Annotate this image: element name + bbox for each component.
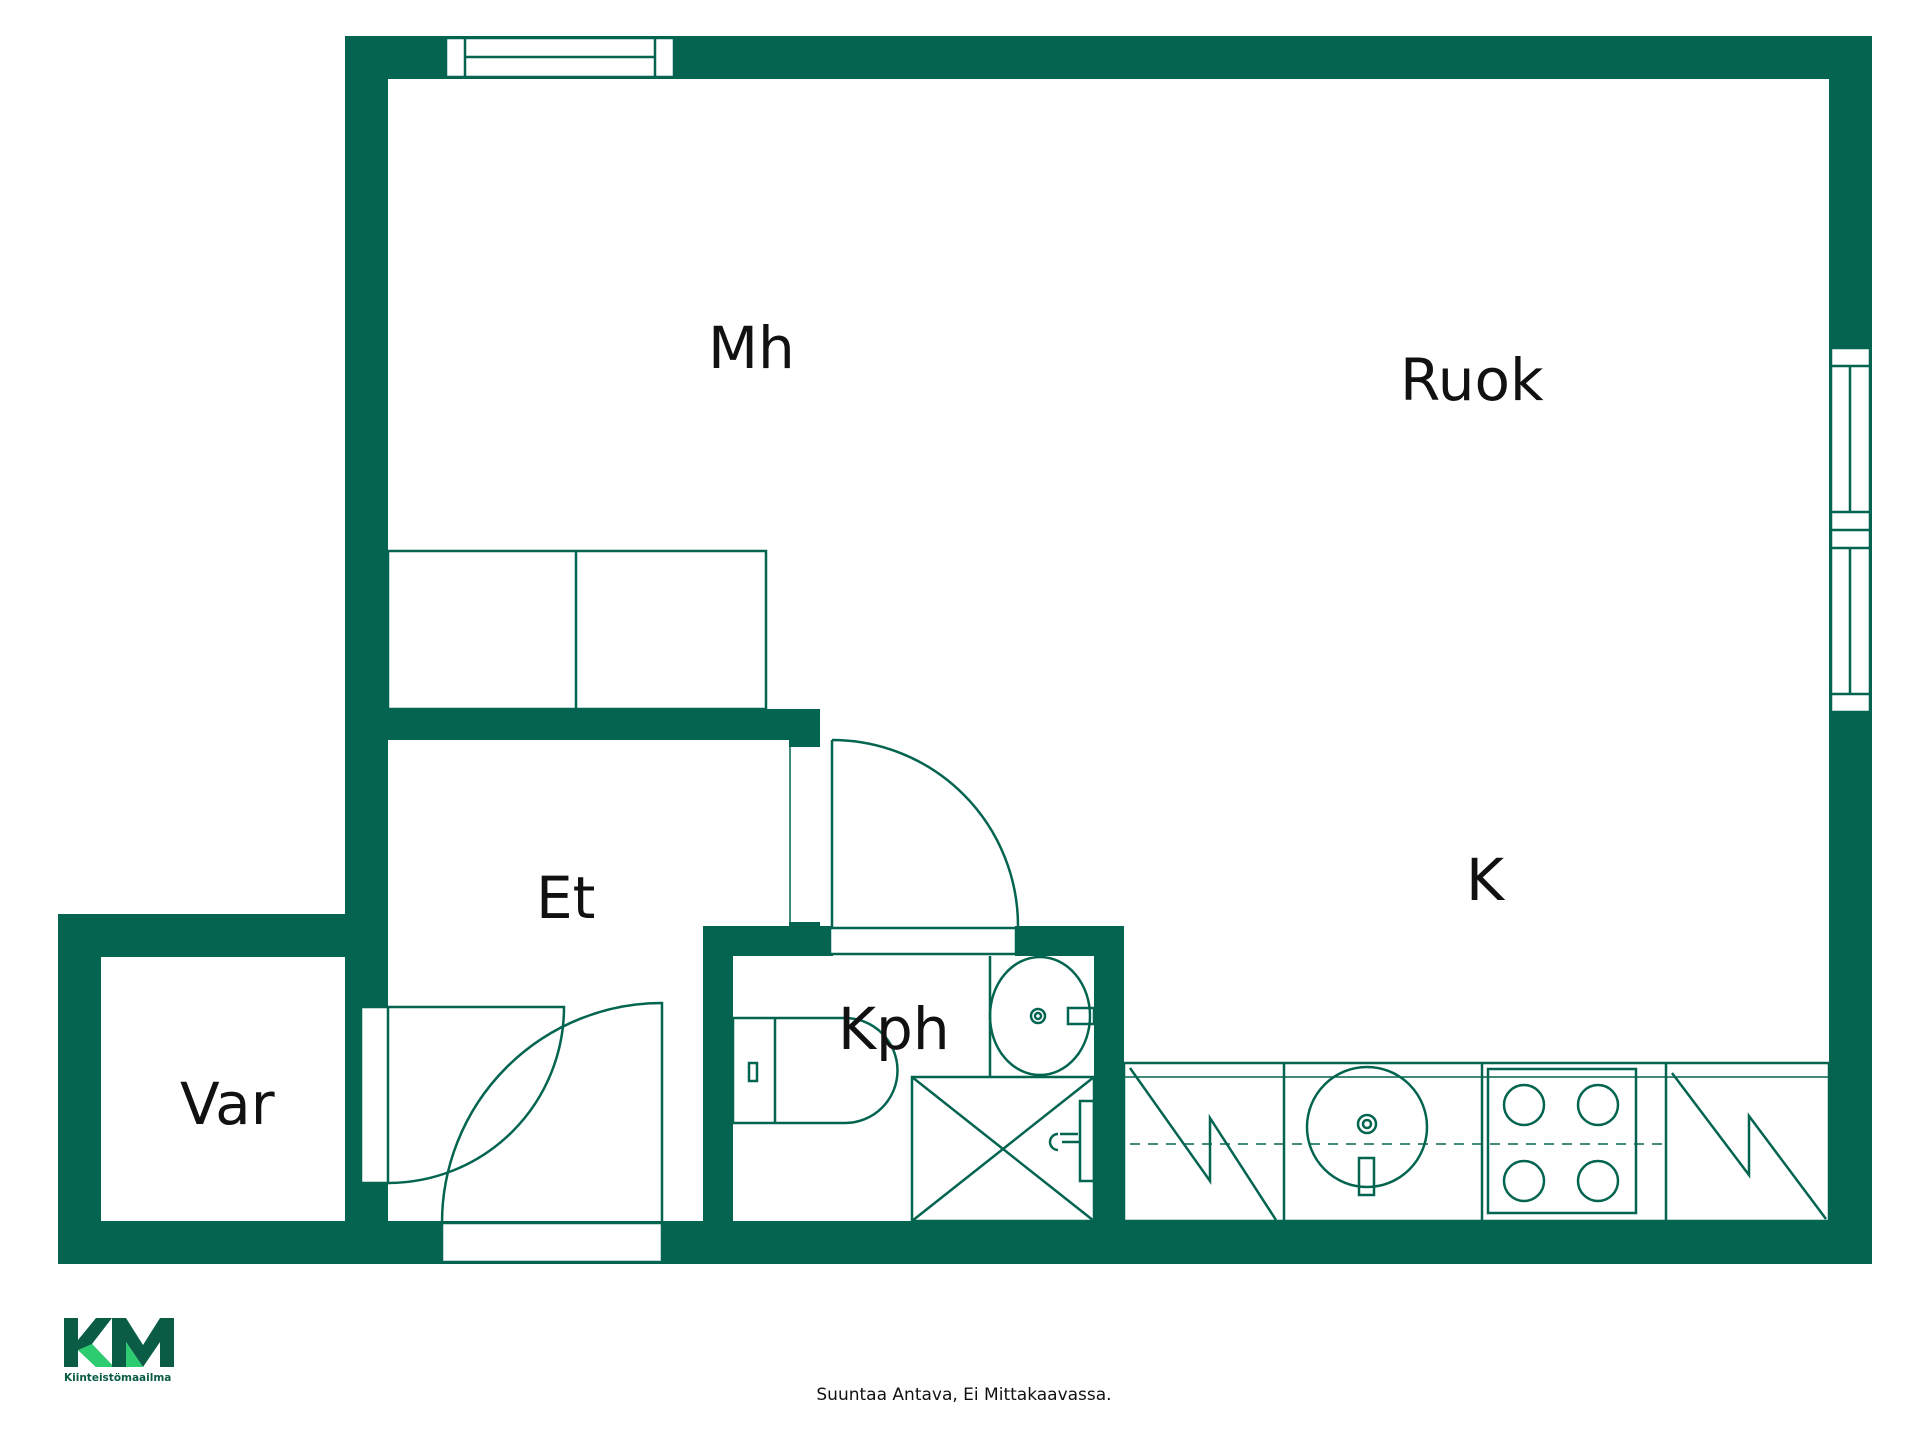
windows xyxy=(444,36,1872,714)
fixtures xyxy=(359,549,1831,1264)
wall-bottom xyxy=(58,1221,1872,1264)
basin-kph xyxy=(988,955,1092,1077)
wall-var-right xyxy=(359,914,388,1018)
toilet xyxy=(731,1016,899,1125)
door-swing-kitchen xyxy=(830,738,1020,928)
kitchen-counter xyxy=(1122,1061,1831,1223)
wall-var-right-lower xyxy=(359,1183,388,1264)
kitchen-sink xyxy=(1305,1065,1429,1189)
km-logo-icon: Kiinteistömaailma xyxy=(64,1318,174,1384)
door-swing-entry xyxy=(440,1001,664,1224)
wall-kph-left xyxy=(703,926,733,1264)
fridge-symbol xyxy=(1671,1072,1828,1220)
room-label-var: Var xyxy=(180,1070,275,1138)
dishwasher-symbol xyxy=(1128,1067,1278,1221)
door-leaf-entry xyxy=(440,1221,664,1264)
room-labels: Mh Ruok K Et Kph Var xyxy=(180,314,1544,1138)
wall-et-stub xyxy=(789,709,820,747)
room-label-mh: Mh xyxy=(708,314,795,382)
footer-note: Suuntaa Antava, Ei Mittakaavassa. xyxy=(816,1385,1111,1405)
wall-et-top xyxy=(345,709,820,740)
walls xyxy=(58,36,1872,1264)
wall-var-top xyxy=(58,914,388,957)
door-leaf-var xyxy=(359,1005,390,1185)
door-leaf-kitchen xyxy=(828,926,1018,956)
wall-kph-right xyxy=(1094,926,1124,1264)
stove xyxy=(1486,1067,1638,1215)
wall-var-left xyxy=(58,914,101,1264)
room-label-et: Et xyxy=(536,864,595,932)
door-swing-var xyxy=(387,1005,566,1185)
room-label-ruok: Ruok xyxy=(1400,346,1544,414)
logo-subtitle: Kiinteistömaailma xyxy=(64,1372,171,1384)
room-label-k: K xyxy=(1466,846,1506,914)
room-label-kph: Kph xyxy=(838,995,950,1063)
